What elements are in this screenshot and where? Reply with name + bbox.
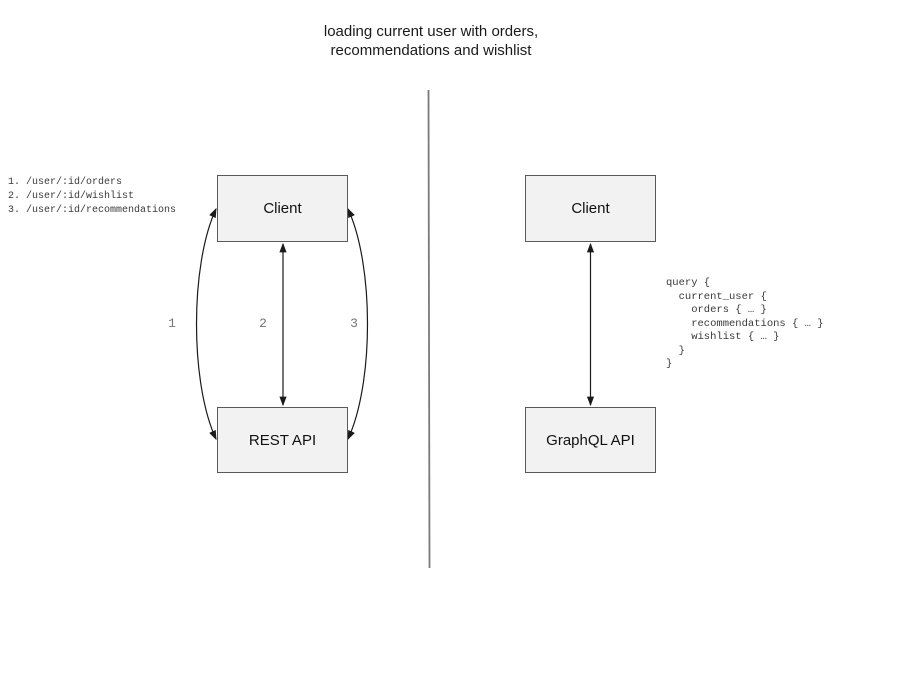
rest-api-box: REST API	[217, 407, 348, 473]
rest-arrow-3-curve	[347, 207, 369, 441]
arrow-label-3: 3	[350, 316, 358, 331]
page-title: loading current user with orders, recomm…	[323, 23, 539, 59]
rest-client-label: Client	[263, 200, 302, 217]
graphql-api-box: GraphQL API	[525, 407, 656, 473]
rest-api-label: REST API	[248, 431, 317, 449]
divider-line	[427, 89, 431, 569]
rest-client-box: Client	[217, 175, 348, 242]
rest-arrow-1-curve	[195, 207, 217, 441]
rest-endpoints-list: 1. /user/:id/orders 2. /user/:id/wishlis…	[8, 177, 177, 216]
graphql-api-label: GraphQL API	[546, 431, 635, 449]
arrow-label-2: 2	[259, 316, 267, 331]
arrow-label-1: 1	[168, 316, 176, 331]
graphql-client-box: Client	[525, 175, 656, 242]
graphql-client-label: Client	[571, 200, 610, 217]
graphql-query-code: query { current_user { orders { … } reco…	[666, 277, 824, 370]
